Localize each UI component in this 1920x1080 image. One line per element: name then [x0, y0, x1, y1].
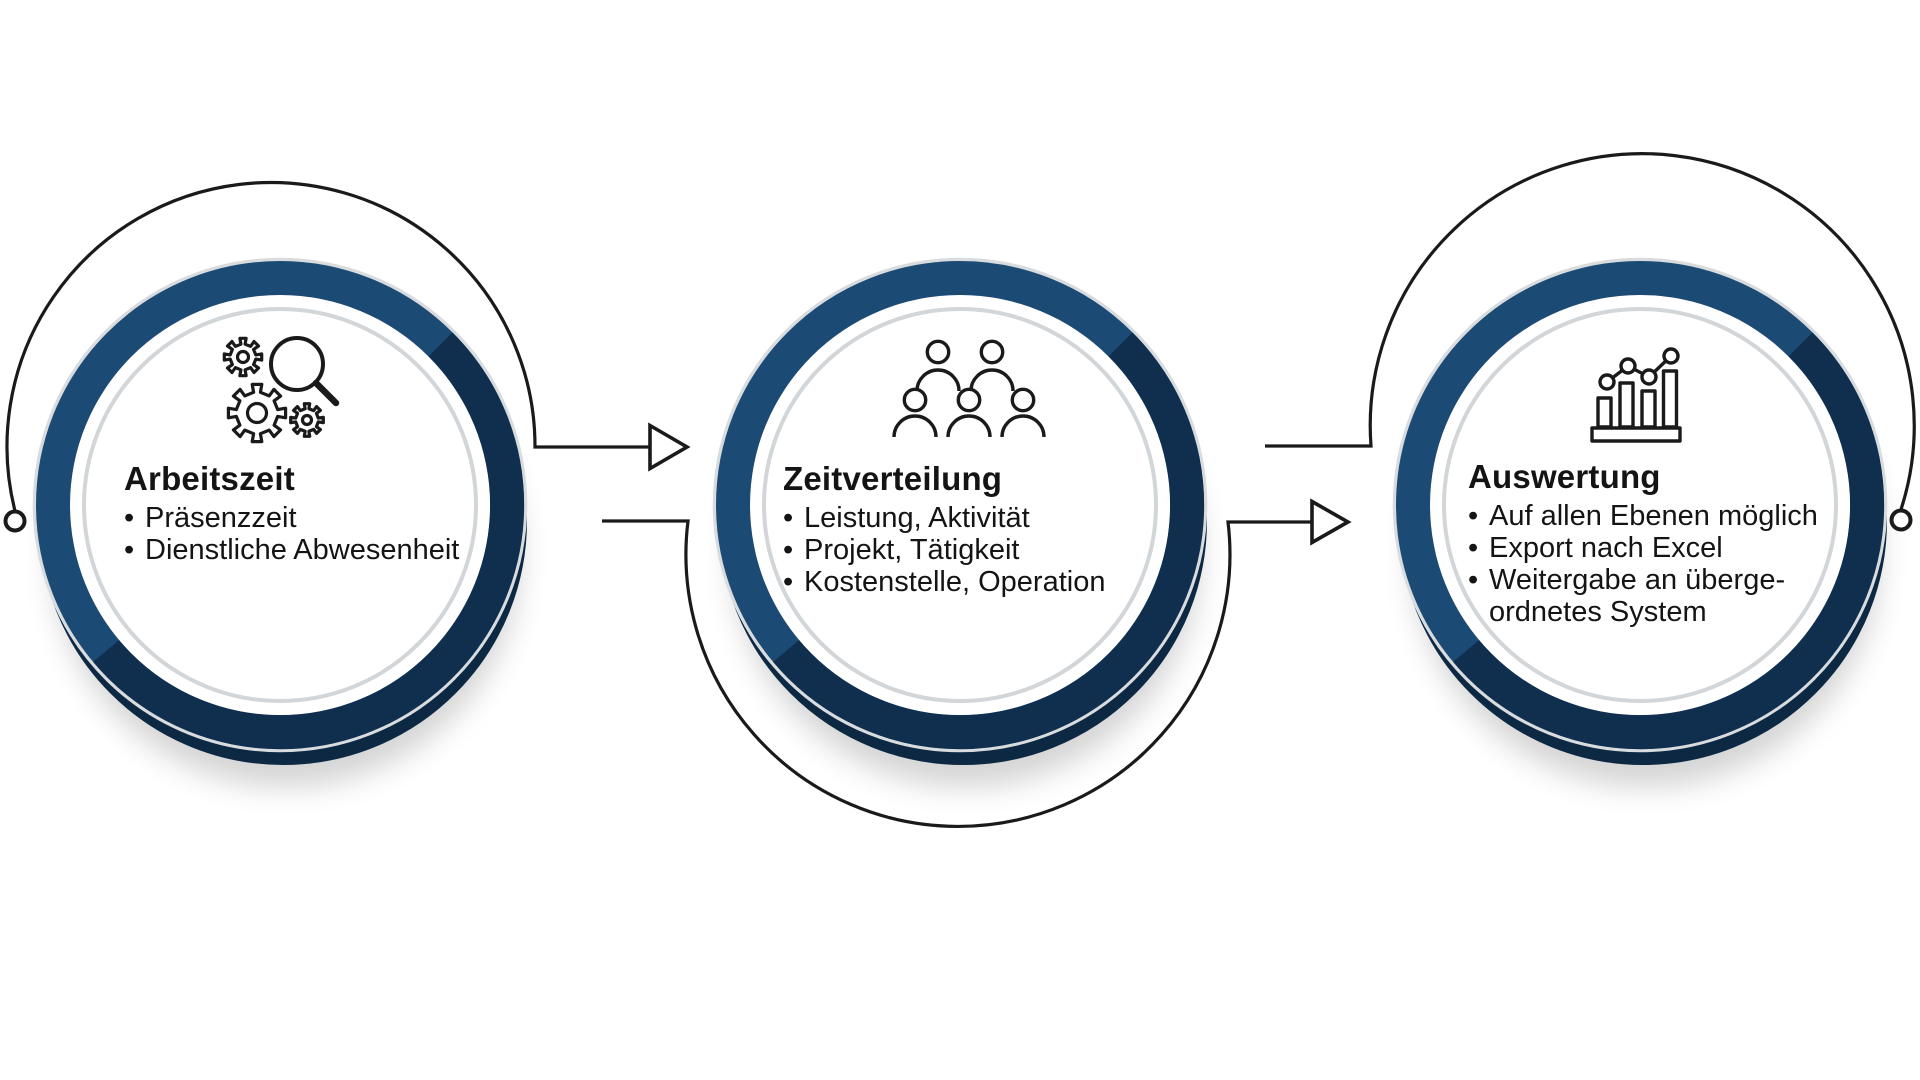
chart-trend-line — [1605, 354, 1673, 384]
ring-dark-wedge — [773, 332, 1205, 750]
chart-node — [1640, 368, 1658, 386]
step-bullets: Präsenzzeit Dienstliche Abwesenheit — [124, 502, 459, 566]
bullet-item: Projekt, Tätigkeit — [783, 534, 1105, 566]
start-dot — [3, 509, 27, 533]
chart-node — [1662, 347, 1680, 365]
ring-halo — [712, 257, 1208, 753]
ring-dark-wedge — [1453, 332, 1885, 750]
bullet-item: Leistung, Aktivität — [783, 502, 1105, 534]
step-3-text: Auswertung Auf allen Ebenen möglich Expo… — [1468, 458, 1826, 628]
bullet-item: Auf allen Ebenen möglich — [1468, 500, 1826, 532]
step-title: Auswertung — [1468, 458, 1661, 495]
bullet-item: Export nach Excel — [1468, 532, 1826, 564]
step-title: Arbeitszeit — [124, 460, 295, 497]
person-icon — [915, 339, 961, 392]
arc-circle-2 — [602, 519, 1312, 828]
magnifier-lens — [269, 336, 325, 392]
ring-dark-wedge — [93, 332, 525, 750]
arrowhead-2-3 — [1310, 498, 1352, 546]
gears-magnifier-icon — [222, 336, 340, 444]
chart-bar — [1596, 396, 1613, 429]
bullet-item: Präsenzzeit — [124, 502, 459, 534]
chart-bar — [1661, 369, 1679, 429]
gear-hole — [300, 413, 314, 427]
arc-circle-3 — [1265, 152, 1916, 510]
chart-base — [1590, 426, 1682, 443]
chart-bar — [1640, 389, 1657, 429]
person-icon — [946, 387, 992, 438]
ring-halo — [32, 257, 528, 753]
arc-circle-1 — [5, 180, 650, 512]
magnifier-handle — [312, 379, 340, 407]
step-2-text: Zeitverteilung Leistung, Aktivität Proje… — [783, 460, 1105, 598]
connectors — [3, 152, 1916, 828]
ring-halo — [1392, 257, 1888, 753]
step-title: Zeitverteilung — [783, 460, 1003, 497]
chart-bar — [1618, 381, 1635, 429]
step-bullets: Leistung, Aktivität Projekt, Tätigkeit K… — [783, 502, 1105, 598]
people-group-icon — [892, 339, 1046, 438]
chart-node — [1598, 373, 1616, 391]
chart-node — [1619, 357, 1637, 375]
end-dot — [1889, 508, 1913, 532]
step-bullets: Auf allen Ebenen möglich Export nach Exc… — [1468, 500, 1826, 628]
arrowhead-1-2 — [648, 422, 691, 472]
person-icon — [969, 339, 1015, 392]
bar-chart-trend-icon — [1590, 347, 1682, 443]
person-icon — [892, 387, 938, 438]
bullet-item: Kostenstelle, Operation — [783, 566, 1105, 598]
person-icon — [1000, 387, 1046, 438]
gear-hole — [235, 349, 251, 365]
bullet-item: Weitergabe an überge-ordnetes System — [1468, 564, 1826, 628]
step-1-text: Arbeitszeit Präsenzzeit Dienstliche Abwe… — [124, 460, 459, 566]
gear-hole — [245, 401, 269, 425]
bullet-item: Dienstliche Abwesenheit — [124, 534, 459, 566]
